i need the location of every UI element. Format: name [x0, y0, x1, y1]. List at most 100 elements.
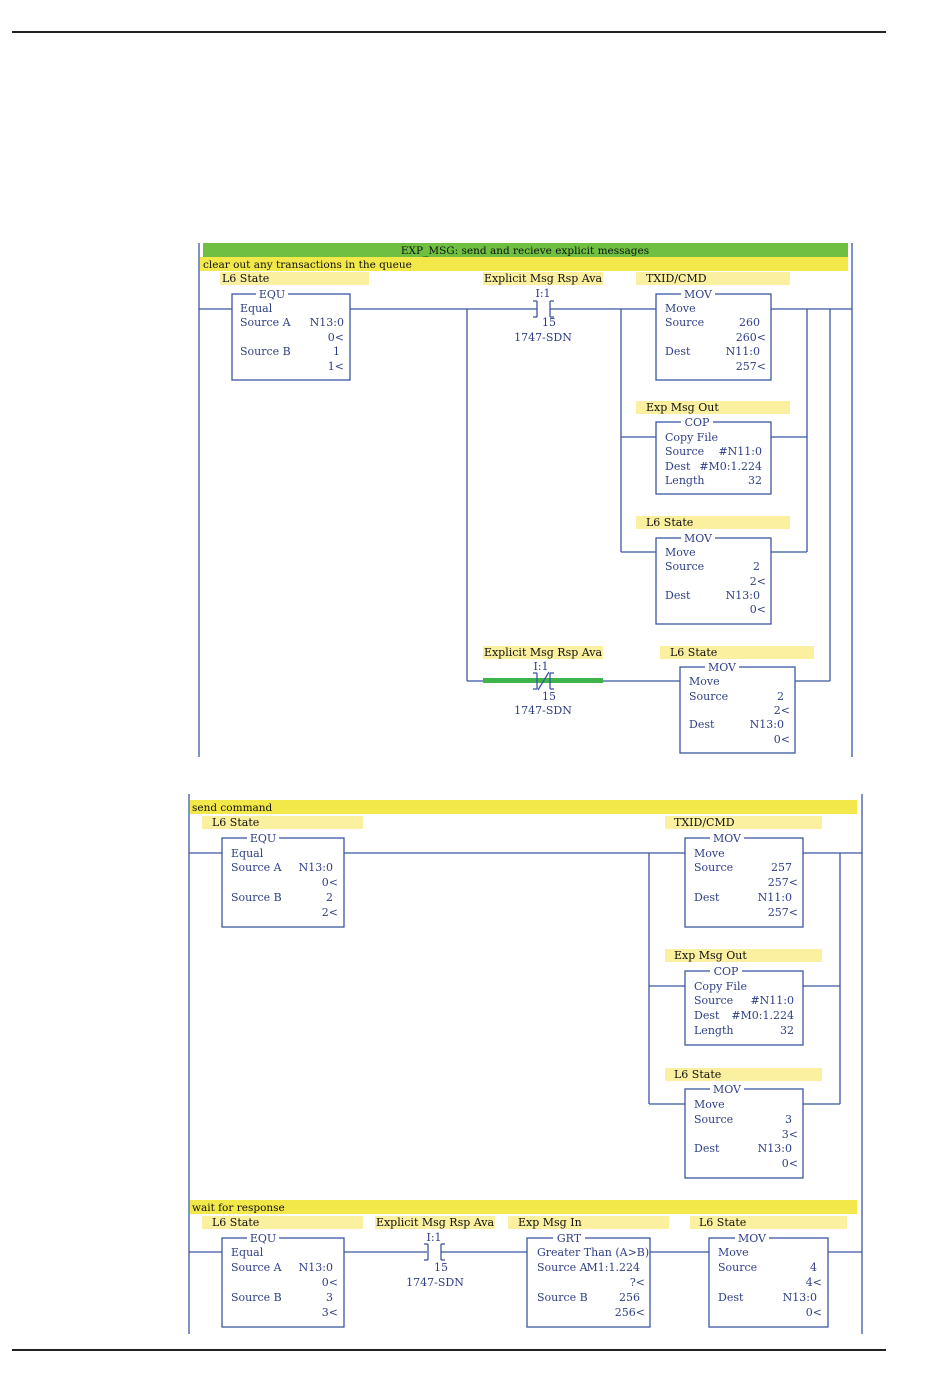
- instruction-name: EQU: [259, 288, 285, 301]
- svg-text:Source: Source: [694, 994, 733, 1007]
- mov-instruction-state[interactable]: L6 State MOV Move Source 3 3< Dest N13:0…: [665, 1068, 822, 1179]
- svg-text:256<: 256<: [615, 1306, 645, 1319]
- mov-instruction-txid[interactable]: TXID/CMD MOV Move Source 257 257< Dest N…: [665, 816, 822, 928]
- svg-text:L6 State: L6 State: [674, 1068, 721, 1081]
- rung-comment-bar: [190, 800, 857, 814]
- svg-text:N13:0: N13:0: [750, 718, 784, 731]
- energized-wire: [483, 678, 603, 683]
- svg-text:Dest: Dest: [718, 1291, 744, 1304]
- svg-text:Length: Length: [665, 474, 704, 487]
- svg-text:260: 260: [739, 316, 760, 329]
- svg-text:Source A: Source A: [537, 1261, 589, 1274]
- svg-text:Dest: Dest: [694, 891, 720, 904]
- svg-text:MOV: MOV: [684, 288, 713, 301]
- svg-text:1: 1: [333, 345, 340, 358]
- svg-text:0<: 0<: [774, 733, 790, 746]
- svg-text:0<: 0<: [328, 331, 344, 344]
- mov-instruction-state[interactable]: L6 State MOV Move Source 2 2< Dest N13:0…: [636, 516, 790, 625]
- svg-text:#M0:1.224: #M0:1.224: [699, 460, 762, 473]
- svg-text:2<: 2<: [774, 704, 790, 717]
- svg-text:Exp Msg In: Exp Msg In: [518, 1216, 582, 1229]
- svg-text:Source A: Source A: [240, 316, 292, 329]
- svg-text:Move: Move: [694, 847, 725, 860]
- svg-text:Explicit Msg Rsp Ava: Explicit Msg Rsp Ava: [376, 1216, 495, 1229]
- svg-text:Dest: Dest: [665, 345, 691, 358]
- svg-text:Exp Msg Out: Exp Msg Out: [646, 401, 719, 414]
- svg-text:2: 2: [326, 891, 333, 904]
- svg-text:1747-SDN: 1747-SDN: [514, 704, 572, 717]
- svg-text:257<: 257<: [736, 360, 766, 373]
- xic-contact[interactable]: Explicit Msg Rsp Ava I:1 15 1747-SDN: [375, 1216, 495, 1289]
- mov-instruction-state-2[interactable]: L6 State MOV Move Source 4 4< Dest N13:0…: [690, 1216, 847, 1328]
- svg-text:2: 2: [777, 690, 784, 703]
- equ-tag: L6 State: [222, 272, 269, 285]
- svg-text:Dest: Dest: [694, 1009, 720, 1022]
- cop-instruction[interactable]: Exp Msg Out COP Copy File Source #N11:0 …: [636, 401, 790, 495]
- svg-text:257: 257: [771, 861, 792, 874]
- ladder-panel-2: send command L6 State EQU Equal Source A…: [188, 794, 863, 1334]
- svg-text:Source A: Source A: [231, 861, 283, 874]
- svg-text:2: 2: [753, 560, 760, 573]
- equ-instruction[interactable]: L6 State EQU Equal Source A N13:0 0< Sou…: [202, 816, 363, 928]
- svg-text:Move: Move: [665, 546, 696, 559]
- svg-text:Move: Move: [694, 1098, 725, 1111]
- svg-text:257<: 257<: [768, 876, 798, 889]
- svg-text:3<: 3<: [782, 1128, 798, 1141]
- equ-instruction[interactable]: L6 State EQU Equal Source A N13:0 0< Sou…: [220, 272, 369, 381]
- cop-instruction[interactable]: Exp Msg Out COP Copy File Source #N11:0 …: [665, 949, 822, 1046]
- svg-text:I:1: I:1: [533, 660, 548, 673]
- xic-contact[interactable]: Explicit Msg Rsp Ava I:1 15 1747-SDN: [483, 272, 603, 344]
- svg-text:Length: Length: [694, 1024, 733, 1037]
- contact-tag: Explicit Msg Rsp Ava: [484, 272, 603, 285]
- svg-text:N13:0: N13:0: [299, 1261, 333, 1274]
- grt-instruction[interactable]: Exp Msg In GRT Greater Than (A>B) Source…: [508, 1216, 669, 1328]
- svg-text:3: 3: [326, 1291, 333, 1304]
- svg-text:0<: 0<: [322, 1276, 338, 1289]
- svg-text:MOV: MOV: [713, 1083, 742, 1096]
- rung-comment-bar: [200, 257, 848, 271]
- svg-text:N13:0: N13:0: [758, 1142, 792, 1155]
- svg-text:Equal: Equal: [231, 1246, 264, 1259]
- svg-text:#N11:0: #N11:0: [718, 445, 762, 458]
- svg-text:15: 15: [542, 690, 556, 703]
- ladder-panel-1: EXP_MSG: send and recieve explicit messa…: [198, 243, 853, 757]
- svg-text:4: 4: [810, 1261, 817, 1274]
- svg-text:3<: 3<: [322, 1306, 338, 1319]
- svg-text:15: 15: [542, 316, 556, 329]
- svg-text:2<: 2<: [750, 575, 766, 588]
- svg-text:MOV: MOV: [708, 661, 737, 674]
- svg-text:4<: 4<: [806, 1276, 822, 1289]
- svg-text:Move: Move: [718, 1246, 749, 1259]
- xio-contact[interactable]: Explicit Msg Rsp Ava I:1 15 1747-SDN: [483, 646, 603, 717]
- svg-text:1747-SDN: 1747-SDN: [406, 1276, 464, 1289]
- svg-text:Greater Than (A>B): Greater Than (A>B): [537, 1246, 649, 1259]
- svg-text:Dest: Dest: [689, 718, 715, 731]
- svg-text:Dest: Dest: [694, 1142, 720, 1155]
- svg-text:N11:0: N11:0: [758, 891, 792, 904]
- routine-title-bar: [203, 243, 848, 257]
- svg-text:257<: 257<: [768, 906, 798, 919]
- rung-comment-2: wait for response: [192, 1202, 285, 1214]
- svg-text:Source: Source: [694, 1113, 733, 1126]
- svg-text:N13:0: N13:0: [299, 861, 333, 874]
- svg-text:3: 3: [785, 1113, 792, 1126]
- svg-text:?<: ?<: [630, 1276, 645, 1289]
- svg-text:Copy File: Copy File: [694, 980, 747, 993]
- svg-text:260<: 260<: [736, 331, 766, 344]
- svg-text:#N11:0: #N11:0: [750, 994, 794, 1007]
- svg-text:M1:1.224: M1:1.224: [587, 1261, 640, 1274]
- equ-instruction-2[interactable]: L6 State EQU Equal Source A N13:0 0< Sou…: [202, 1216, 363, 1328]
- svg-text:L6 State: L6 State: [646, 516, 693, 529]
- svg-text:Source B: Source B: [537, 1291, 588, 1304]
- mov-instruction-txid[interactable]: TXID/CMD MOV Move Source 260 260< Dest N…: [636, 272, 790, 381]
- svg-text:15: 15: [434, 1261, 448, 1274]
- svg-text:Source B: Source B: [240, 345, 291, 358]
- svg-text:MOV: MOV: [738, 1232, 767, 1245]
- mov-instruction-state-2[interactable]: L6 State MOV Move Source 2 2< Dest N13:0…: [660, 646, 814, 754]
- svg-text:Copy File: Copy File: [665, 431, 718, 444]
- svg-text:I:1: I:1: [535, 287, 550, 300]
- svg-text:0<: 0<: [750, 603, 766, 616]
- rung-comment-bar-2: [190, 1200, 857, 1214]
- header-rule: [12, 31, 886, 33]
